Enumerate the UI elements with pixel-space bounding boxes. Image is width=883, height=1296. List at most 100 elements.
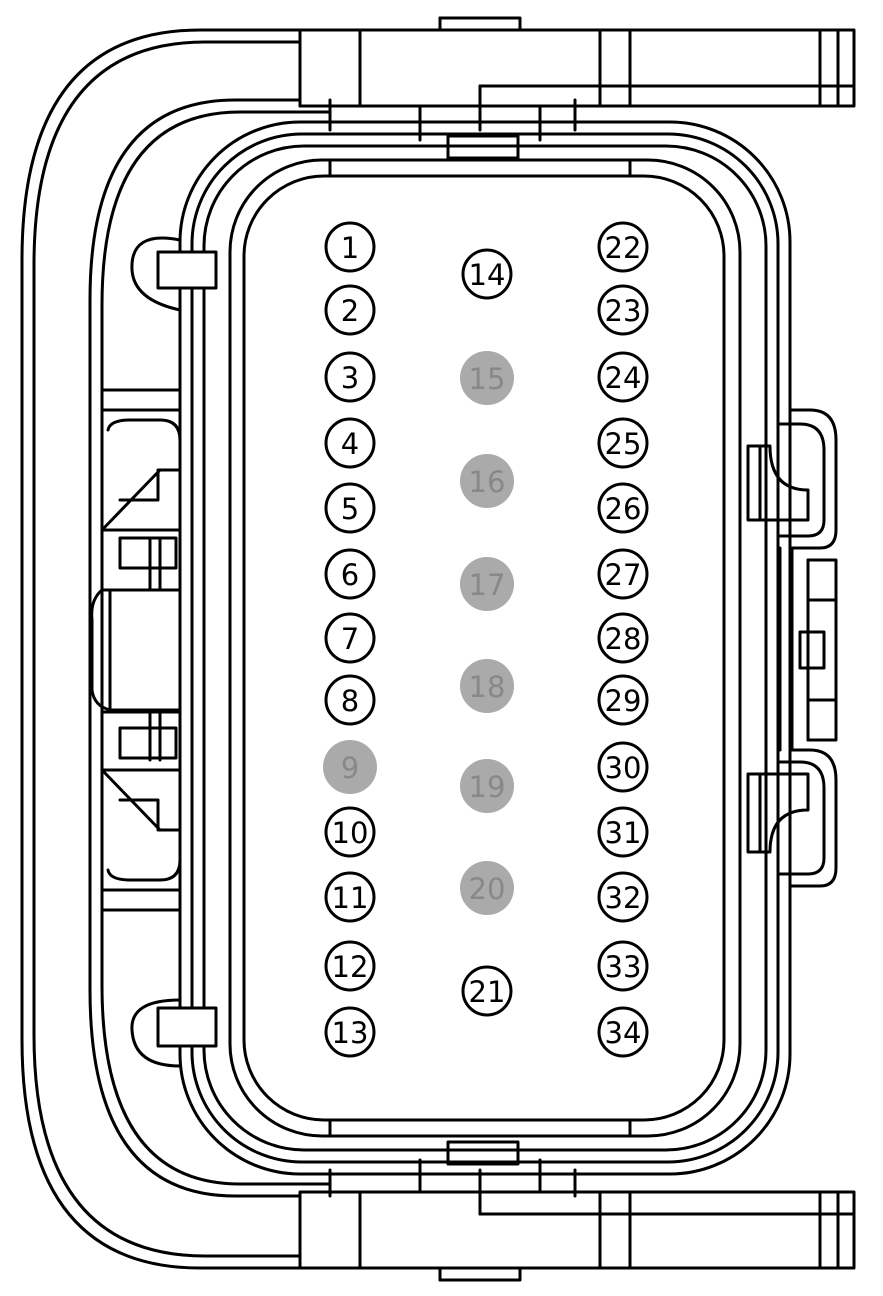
pin-circle-unpopulated [460, 861, 514, 915]
pin-circle [597, 221, 649, 273]
pin-number: 33 [605, 950, 642, 984]
pin-circle-unpopulated [460, 659, 514, 713]
pin-33: 33 [597, 940, 649, 992]
pin-34: 34 [597, 1006, 649, 1058]
connector-housing [20, 16, 856, 1282]
pin-29: 29 [597, 674, 649, 726]
pin-number: 3 [341, 361, 359, 395]
pin-circle-unpopulated [323, 740, 377, 794]
pin-number: 11 [332, 881, 369, 915]
pin-circle [597, 741, 649, 793]
pin-17: 17 [460, 557, 514, 611]
pin-circle [324, 221, 376, 273]
pin-19: 19 [460, 759, 514, 813]
pin-number: 26 [605, 492, 642, 526]
pin-circle [324, 284, 376, 336]
pin-22: 22 [597, 221, 649, 273]
pin-number: 27 [605, 558, 642, 592]
pin-layout: 1234567891011121314151617181920212223242… [323, 221, 649, 1058]
pin-number: 15 [469, 362, 506, 396]
pin-number: 19 [469, 770, 506, 804]
pin-25: 25 [597, 417, 649, 469]
pin-23: 23 [597, 284, 649, 336]
pin-circle-unpopulated [460, 454, 514, 508]
pin-11: 11 [324, 871, 376, 923]
pin-number: 29 [605, 684, 642, 718]
pin-circle [597, 417, 649, 469]
pin-circle-unpopulated [460, 557, 514, 611]
pin-number: 20 [469, 872, 506, 906]
pin-5: 5 [324, 482, 376, 534]
pin-circle [324, 548, 376, 600]
pin-circle [597, 871, 649, 923]
pin-circle [324, 806, 376, 858]
pin-circle [597, 940, 649, 992]
pin-2: 2 [324, 284, 376, 336]
pin-circle [597, 548, 649, 600]
pin-circle [324, 674, 376, 726]
pin-27: 27 [597, 548, 649, 600]
pin-6: 6 [324, 548, 376, 600]
pin-number: 30 [605, 751, 642, 785]
pin-number: 25 [605, 427, 642, 461]
pin-circle [597, 284, 649, 336]
pin-number: 6 [341, 558, 359, 592]
pin-number: 18 [469, 670, 506, 704]
pin-7: 7 [324, 612, 376, 664]
pin-circle [597, 806, 649, 858]
pin-number: 34 [605, 1016, 642, 1050]
pin-21: 21 [461, 965, 513, 1017]
pin-number: 17 [469, 568, 506, 602]
pin-number: 5 [341, 492, 359, 526]
pin-circle [324, 351, 376, 403]
pin-9: 9 [323, 740, 377, 794]
pin-30: 30 [597, 741, 649, 793]
pin-circle [324, 612, 376, 664]
pin-circle [597, 612, 649, 664]
pin-8: 8 [324, 674, 376, 726]
pin-number: 24 [605, 361, 642, 395]
pin-14: 14 [461, 248, 513, 300]
pin-number: 2 [341, 294, 359, 328]
pin-16: 16 [460, 454, 514, 508]
pin-number: 23 [605, 294, 642, 328]
pin-circle [324, 482, 376, 534]
pin-circle [324, 871, 376, 923]
pin-18: 18 [460, 659, 514, 713]
pin-number: 14 [469, 258, 506, 292]
pin-circle-unpopulated [460, 759, 514, 813]
pin-26: 26 [597, 482, 649, 534]
pin-1: 1 [324, 221, 376, 273]
pin-15: 15 [460, 351, 514, 405]
pin-number: 8 [341, 684, 359, 718]
pin-24: 24 [597, 351, 649, 403]
pin-4: 4 [324, 417, 376, 469]
pin-number: 12 [332, 950, 369, 984]
pin-number: 10 [332, 816, 369, 850]
pin-13: 13 [324, 1006, 376, 1058]
pin-circle-unpopulated [460, 351, 514, 405]
pin-circle [597, 351, 649, 403]
pin-32: 32 [597, 871, 649, 923]
pin-31: 31 [597, 806, 649, 858]
pin-number: 31 [605, 816, 642, 850]
pin-20: 20 [460, 861, 514, 915]
pin-circle [324, 417, 376, 469]
pin-number: 13 [332, 1016, 369, 1050]
pin-circle [597, 674, 649, 726]
pin-number: 9 [341, 751, 359, 785]
pin-circle [324, 940, 376, 992]
pin-3: 3 [324, 351, 376, 403]
pin-number: 7 [341, 622, 359, 656]
pin-28: 28 [597, 612, 649, 664]
pin-number: 32 [605, 881, 642, 915]
pin-12: 12 [324, 940, 376, 992]
pin-circle [461, 248, 513, 300]
pin-10: 10 [324, 806, 376, 858]
pin-number: 16 [469, 465, 506, 499]
pin-number: 28 [605, 622, 642, 656]
pin-number: 1 [341, 231, 359, 265]
pin-number: 4 [341, 427, 359, 461]
pin-number: 22 [605, 231, 642, 265]
pin-circle [324, 1006, 376, 1058]
